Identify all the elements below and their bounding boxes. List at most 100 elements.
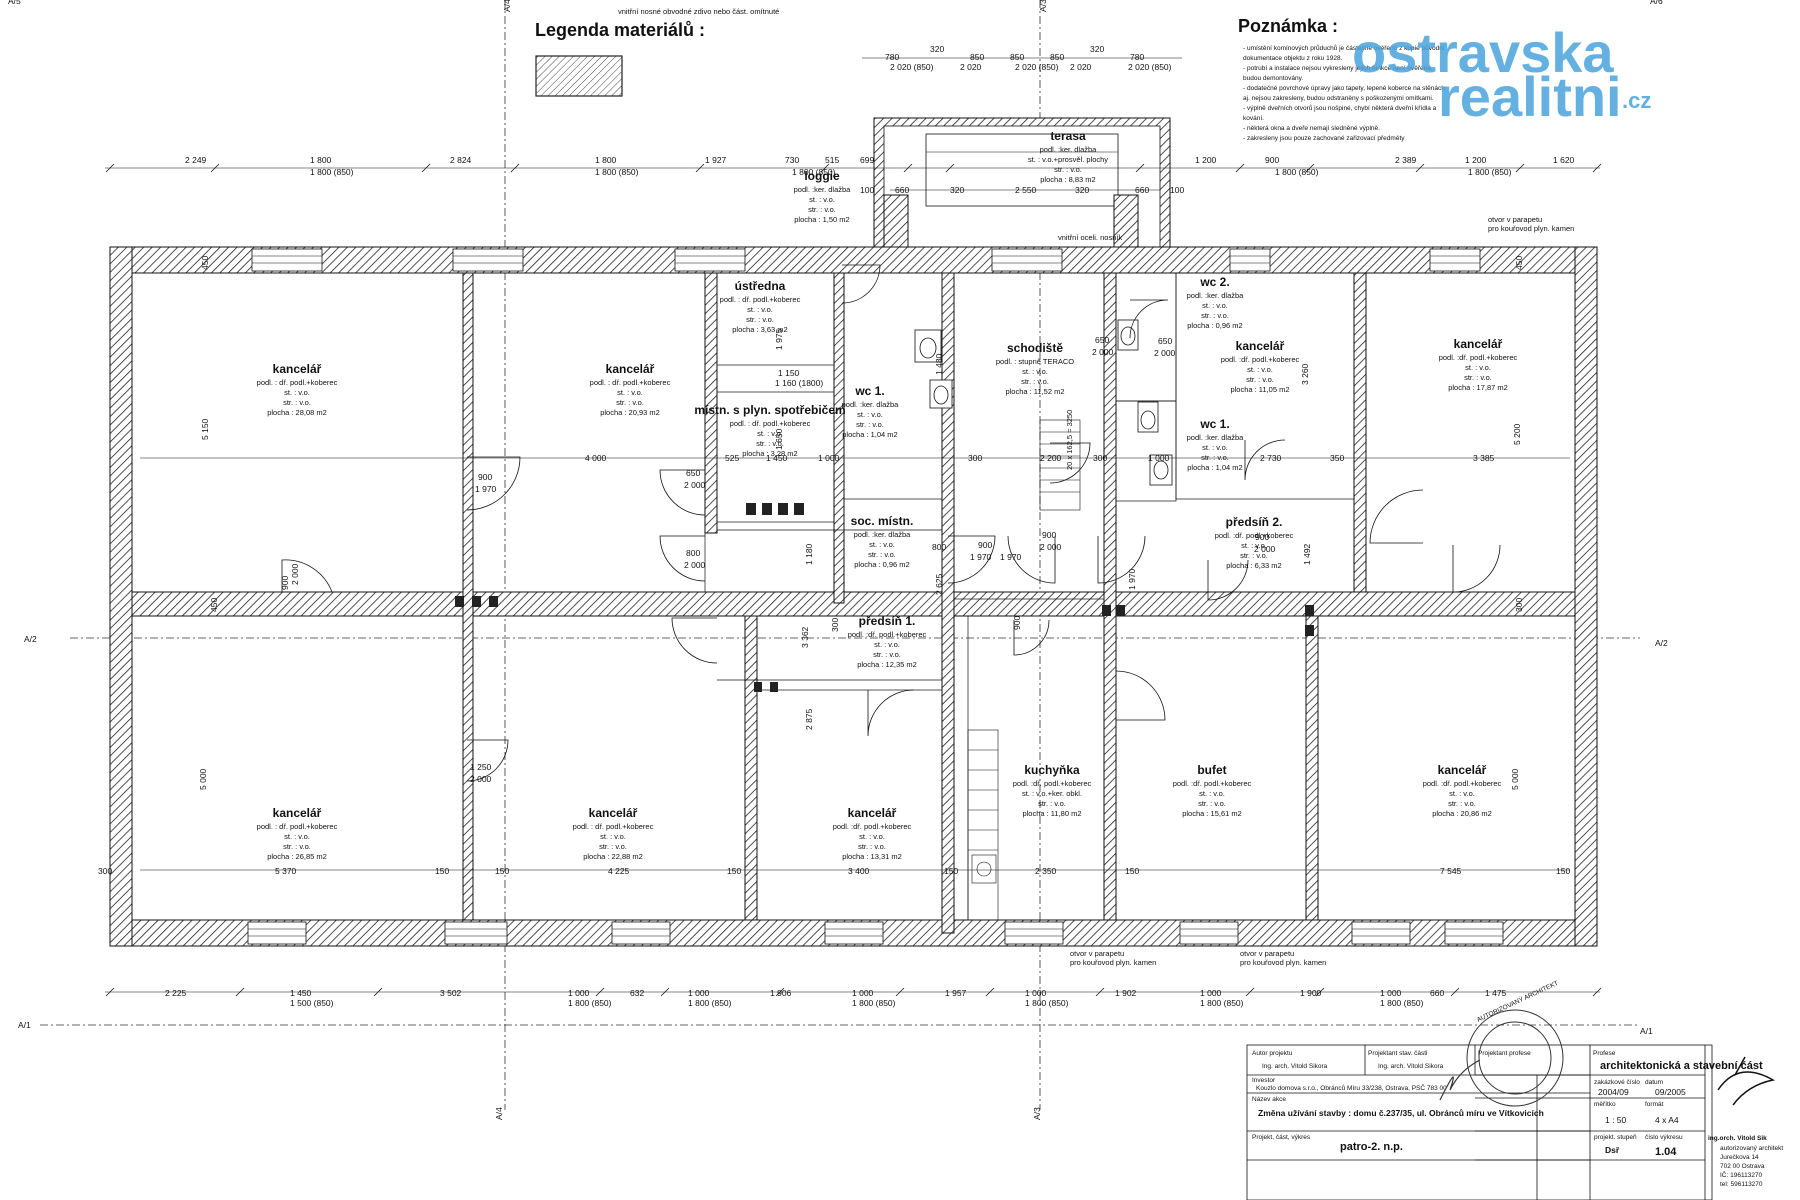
dimension-label: 2 389 [1395, 155, 1417, 165]
dimension-label: 1 927 [705, 155, 727, 165]
note-line: - zakresleny jsou pouze zachované zařizo… [1243, 135, 1405, 142]
door-dimension-label: 800 [932, 542, 946, 552]
dimension-label: 1 000 [818, 453, 840, 463]
room-spec: plocha : 11,52 m2 [1005, 387, 1064, 396]
room-spec: plocha : 11,05 m2 [1230, 385, 1289, 394]
room-name: kancelář [589, 806, 638, 820]
dimension-label: 1 906 [770, 988, 792, 998]
room-name: kancelář [273, 806, 322, 820]
room-spec: st. : v.o. [284, 832, 310, 841]
room-spec: str. : v.o. [858, 842, 886, 851]
dimension-label: 1 800 (850) [568, 998, 612, 1008]
dimension-label: 2 550 [1015, 185, 1037, 195]
dimension-label: 1 200 [1195, 155, 1217, 165]
room-spec: st. : v.o. [1202, 301, 1228, 310]
room-spec: podl. :ker. dlažba [1187, 291, 1245, 300]
dimension-label: 660 [1135, 185, 1149, 195]
vertical-dimension-label: 1 480 [934, 353, 944, 375]
dimension-label: 660 [1430, 988, 1444, 998]
dimension-label: 1 000 [688, 988, 710, 998]
vertical-dimension-label: 5 000 [1510, 768, 1520, 790]
parapet-label-bottom-3: otvor v parapetu [1240, 949, 1294, 958]
room-spec: st. : v.o. [1022, 367, 1048, 376]
door-dimension-label: 900 [1255, 532, 1269, 542]
room-spec: str. : v.o. [1054, 165, 1082, 174]
title-block [1246, 1044, 1713, 1200]
tb-projektant: Ing. arch. Vitold Sikora [1378, 1063, 1444, 1070]
room-spec: str. : v.o. [856, 420, 884, 429]
tb-datum-label: datum [1645, 1079, 1663, 1086]
room-name: wc 2. [1199, 275, 1229, 289]
dimension-label: 2 730 [1260, 453, 1282, 463]
dimension-label: 1 800 (850) [310, 167, 354, 177]
room-spec: podl. :dř. podl.+koberec [1423, 779, 1502, 788]
room-spec: st. : v.o. [1241, 541, 1267, 550]
room-spec: st. : v.o. [1247, 365, 1273, 374]
room-spec: str. : v.o. [746, 315, 774, 324]
parapet-label-top-1: otvor v parapetu [1488, 215, 1542, 224]
room-spec: plocha : 0,96 m2 [854, 560, 909, 569]
room-spec: podl. :ker. dlažba [854, 530, 912, 539]
vertical-dimension-label: 300 [1514, 598, 1524, 612]
dimension-label: 1 800 (850) [1025, 998, 1069, 1008]
room-spec: str. : v.o. [283, 398, 311, 407]
dimension-lines [105, 57, 1600, 993]
room-spec: str. : v.o. [1448, 799, 1476, 808]
room-spec: str. : v.o. [756, 439, 784, 448]
room-spec: plocha : 3,63 m2 [732, 325, 787, 334]
parapet-label-top-2: pro kouřovod plyn. kamen [1488, 224, 1574, 233]
vertical-dimension-label: 5 150 [200, 418, 210, 440]
dim-tick [1305, 163, 1315, 173]
window [991, 248, 1063, 272]
door-dimension-label: 900 [1042, 530, 1056, 540]
room-spec: podl. : dř. podl.+koberec [730, 419, 811, 428]
room-spec: podl. : dř. podl.+koberec [257, 822, 338, 831]
door-dimension-label: 1 160 (1800) [775, 378, 823, 388]
tb-projektant2-label: Projektant profese [1478, 1050, 1531, 1057]
notes-title: Poznámka : [1238, 16, 1338, 36]
room-spec: plocha : 20,86 m2 [1432, 809, 1492, 818]
dim-tick [421, 163, 431, 173]
dim-tick [105, 163, 115, 173]
window [444, 921, 508, 945]
dim-tick [1592, 163, 1602, 173]
axis-label: A/2 [1655, 638, 1668, 648]
window [251, 248, 323, 272]
dim-tick [1135, 163, 1145, 173]
dimension-label: 900 [1265, 155, 1279, 165]
dim-tick [595, 987, 605, 997]
dim-tick [1235, 163, 1245, 173]
vertical-dimension-label: 1 180 [804, 543, 814, 565]
window [452, 248, 524, 272]
vertical-dimension-label: 1 492 [1302, 543, 1312, 565]
door-dimension-label: 1 970 [475, 484, 497, 494]
room-name: kancelář [606, 362, 655, 376]
dimension-label: 2 020 (850) [1128, 62, 1172, 72]
door-dimension-label: 650 [1158, 336, 1172, 346]
dimension-label: 3 502 [440, 988, 462, 998]
dim-tick [1095, 987, 1105, 997]
room-spec: str. : v.o. [1246, 375, 1274, 384]
tb-vykres-label: Projekt, část, výkres [1252, 1134, 1311, 1141]
dimension-label: 2 350 [1035, 866, 1057, 876]
room-spec: str. : v.o. [616, 398, 644, 407]
window [1444, 921, 1504, 945]
vertical-dimension-label: 450 [200, 256, 210, 270]
dimension-label: 515 [825, 155, 839, 165]
room-spec: plocha : 12,35 m2 [857, 660, 917, 669]
dimension-label: 780 [885, 52, 899, 62]
room-spec: plocha : 11,80 m2 [1022, 809, 1081, 818]
room-spec: plocha : 0,96 m2 [1187, 321, 1242, 330]
room-spec: podl. :ker. dlažba [1187, 433, 1245, 442]
dim-tick [1415, 163, 1425, 173]
dimension-label: 1 620 [1553, 155, 1575, 165]
room-spec: str. : v.o. [1201, 311, 1229, 320]
tb-investor-label: Investor [1252, 1077, 1276, 1084]
dimension-label: 150 [727, 866, 741, 876]
